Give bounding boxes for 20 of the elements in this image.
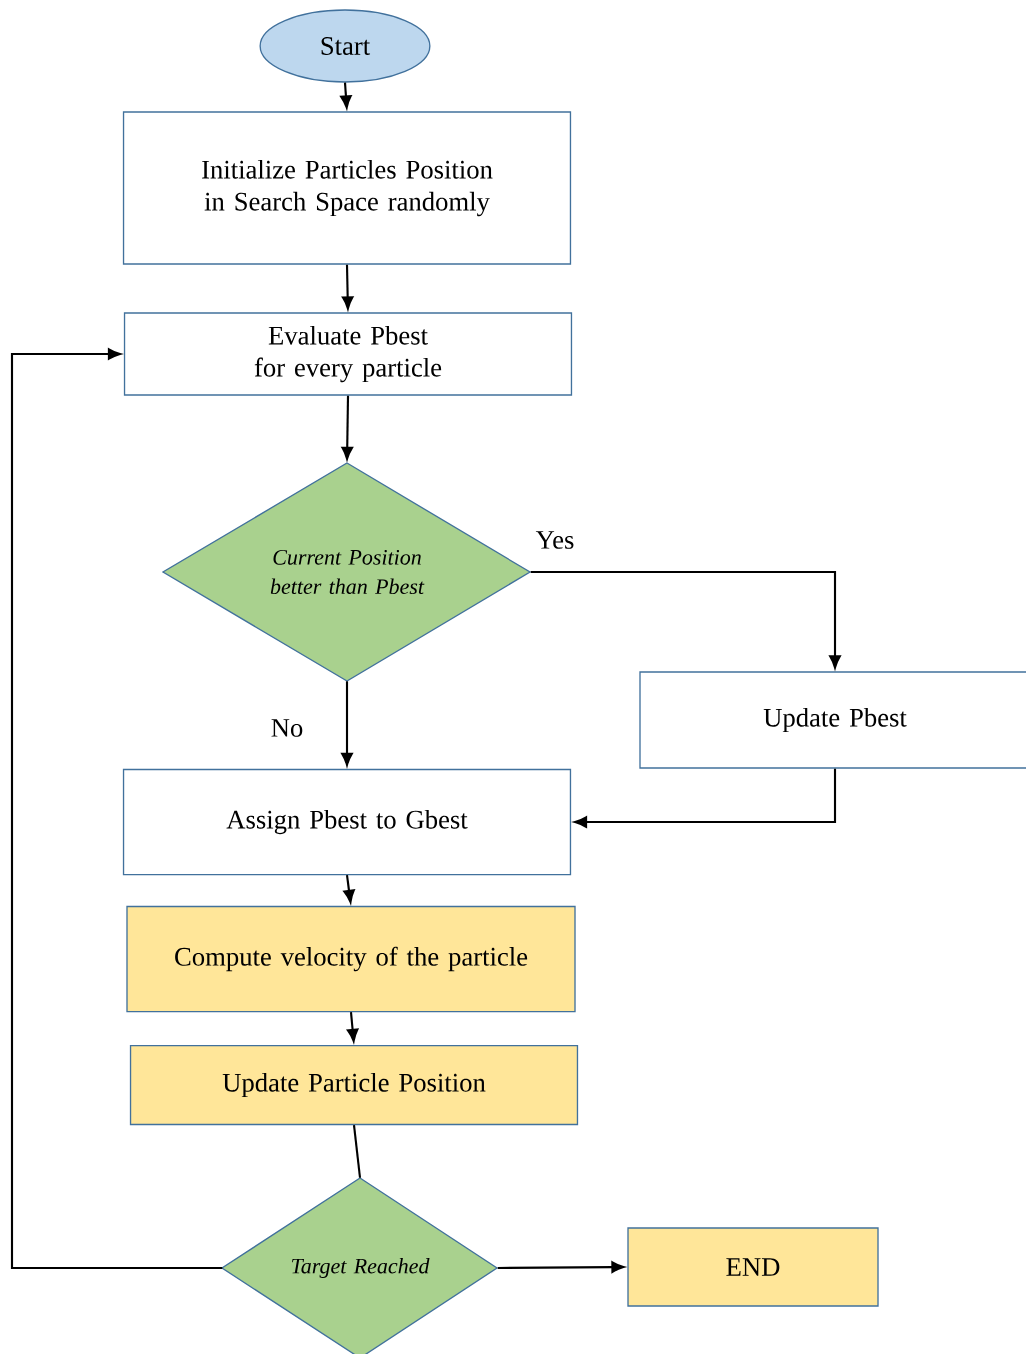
- process-box: Assign Pbest to Gbest: [122, 768, 572, 876]
- process-box: Evaluate Pbest for every particle: [123, 312, 573, 396]
- start-oval: Start: [259, 9, 431, 83]
- process-box: Compute velocity of the particle: [126, 905, 576, 1013]
- process-box: Initialize Particles Position in Search Space randomly: [122, 111, 572, 265]
- arrow: [530, 570, 841, 669]
- arrow: [574, 768, 837, 828]
- arrow: [343, 875, 355, 903]
- arrow: [10, 348, 223, 1270]
- process-box: END: [627, 1227, 879, 1307]
- arrow: [497, 1261, 625, 1273]
- process-box: Update Pbest: [639, 671, 1026, 769]
- edge-label: Yes: [534, 529, 576, 551]
- arrow: [341, 681, 353, 766]
- edge-label: No: [269, 717, 305, 739]
- arrow: [340, 82, 352, 109]
- arrow: [346, 1012, 359, 1042]
- arrow: [341, 395, 353, 460]
- arrow: [341, 264, 354, 310]
- process-box: Update Particle Position: [129, 1044, 579, 1126]
